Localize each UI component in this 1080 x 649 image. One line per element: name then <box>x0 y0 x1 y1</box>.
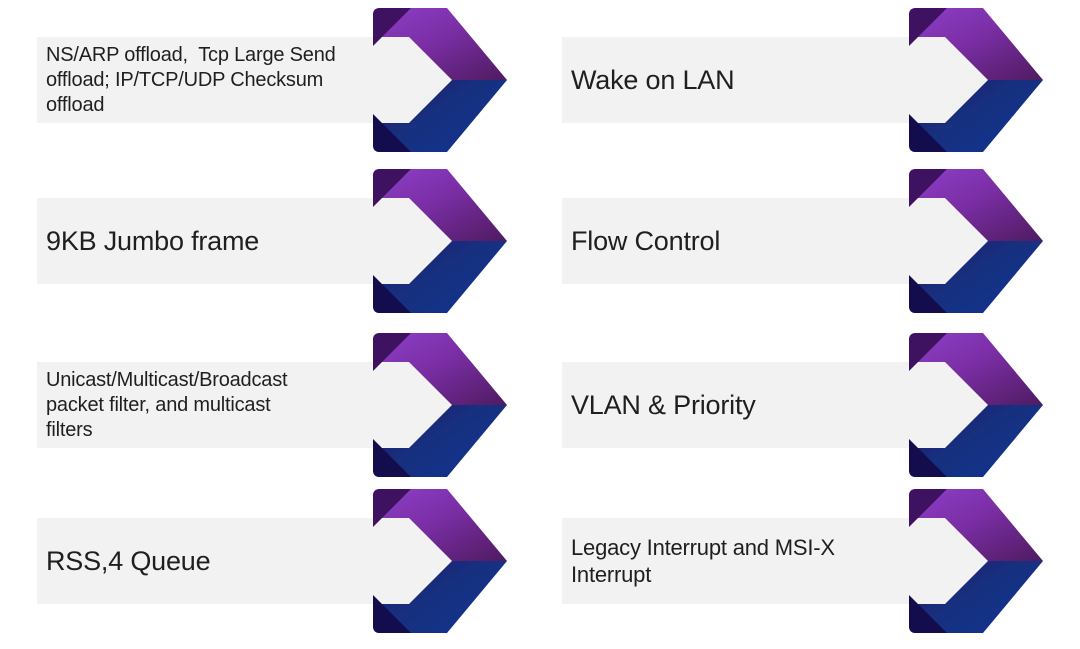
chevron-ribbon-icon <box>373 489 507 633</box>
feature-label: Wake on LAN <box>571 65 735 95</box>
feature-bar: RSS,4 Queue <box>37 518 377 604</box>
feature-label: RSS,4 Queue <box>46 546 211 576</box>
feature-bar: Legacy Interrupt and MSI-X Interrupt <box>562 518 912 604</box>
feature-bar: VLAN & Priority <box>562 362 912 448</box>
feature-label: Unicast/Multicast/Broadcast packet filte… <box>46 368 288 441</box>
feature-label: Legacy Interrupt and MSI-X Interrupt <box>571 535 835 587</box>
feature-bar: Flow Control <box>562 198 912 284</box>
feature-label: NS/ARP offload, Tcp Large Send offload; … <box>46 43 336 116</box>
feature-bar: Unicast/Multicast/Broadcast packet filte… <box>37 362 377 448</box>
feature-bar: Wake on LAN <box>562 37 912 123</box>
chevron-ribbon-icon <box>373 8 507 152</box>
chevron-ribbon-icon <box>373 333 507 477</box>
chevron-ribbon-icon <box>373 169 507 313</box>
chevron-ribbon-icon <box>909 8 1043 152</box>
chevron-ribbon-icon <box>909 489 1043 633</box>
feature-bar: 9KB Jumbo frame <box>37 198 377 284</box>
feature-label: Flow Control <box>571 226 721 256</box>
chevron-ribbon-icon <box>909 333 1043 477</box>
feature-bar: NS/ARP offload, Tcp Large Send offload; … <box>37 37 377 123</box>
feature-label: 9KB Jumbo frame <box>46 226 260 256</box>
chevron-ribbon-icon <box>909 169 1043 313</box>
feature-label: VLAN & Priority <box>571 390 756 420</box>
